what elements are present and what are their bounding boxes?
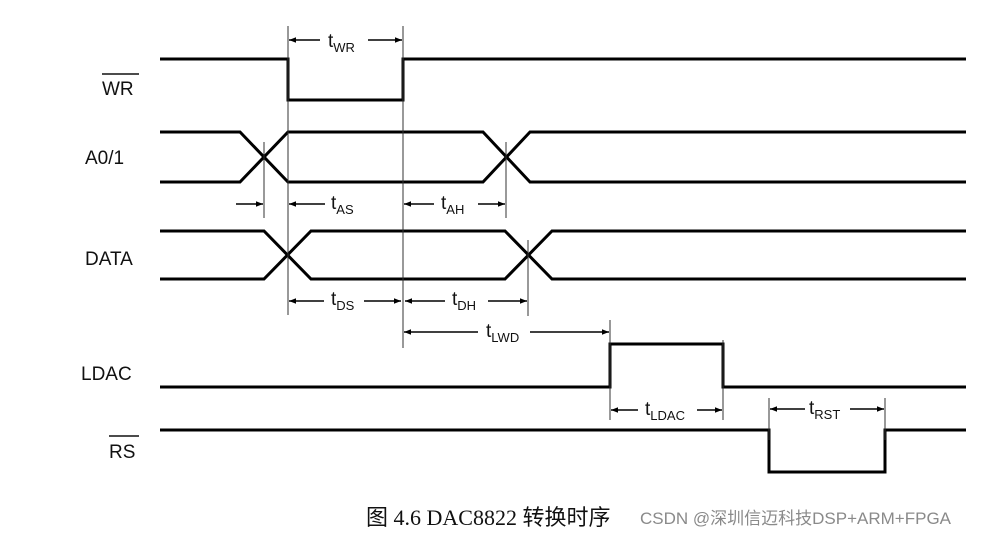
timing-label-trst: tRST bbox=[809, 398, 840, 422]
reference-lines bbox=[263, 26, 886, 440]
wave-a01-b bbox=[160, 130, 966, 184]
signal-label-ldac: LDAC bbox=[81, 364, 132, 385]
wave-wr bbox=[160, 57, 966, 102]
figure-caption: 图 4.6 DAC8822 转换时序 bbox=[366, 505, 611, 530]
timing-label-twr: tWR bbox=[328, 31, 355, 55]
signal-label-data: DATA bbox=[85, 249, 133, 270]
timing-label-tas: tAS bbox=[331, 193, 354, 217]
wave-rs bbox=[160, 428, 966, 474]
signal-labels: WR A0/1 DATA LDAC RS bbox=[81, 73, 139, 463]
signal-label-a01: A0/1 bbox=[85, 148, 124, 169]
signal-label-wr: WR bbox=[102, 79, 134, 100]
timing-label-tds: tDS bbox=[331, 289, 355, 313]
timing-labels: tWR tAS tAH tDS tDH tLWD tLDAC tRST bbox=[328, 31, 840, 423]
wave-ldac bbox=[160, 342, 966, 389]
watermark: CSDN @深圳信迈科技DSP+ARM+FPGA bbox=[640, 509, 952, 528]
timing-label-tlwd: tLWD bbox=[486, 321, 519, 345]
timing-label-tdh: tDH bbox=[452, 289, 476, 313]
timing-label-tldac: tLDAC bbox=[645, 399, 685, 423]
wave-data-a bbox=[160, 229, 966, 281]
signal-label-rs: RS bbox=[109, 442, 135, 463]
timing-label-tah: tAH bbox=[441, 193, 464, 217]
wave-data-b bbox=[160, 229, 966, 281]
wave-a01-a bbox=[160, 130, 966, 184]
timing-arrows bbox=[236, 37, 884, 413]
waveforms bbox=[160, 57, 966, 474]
